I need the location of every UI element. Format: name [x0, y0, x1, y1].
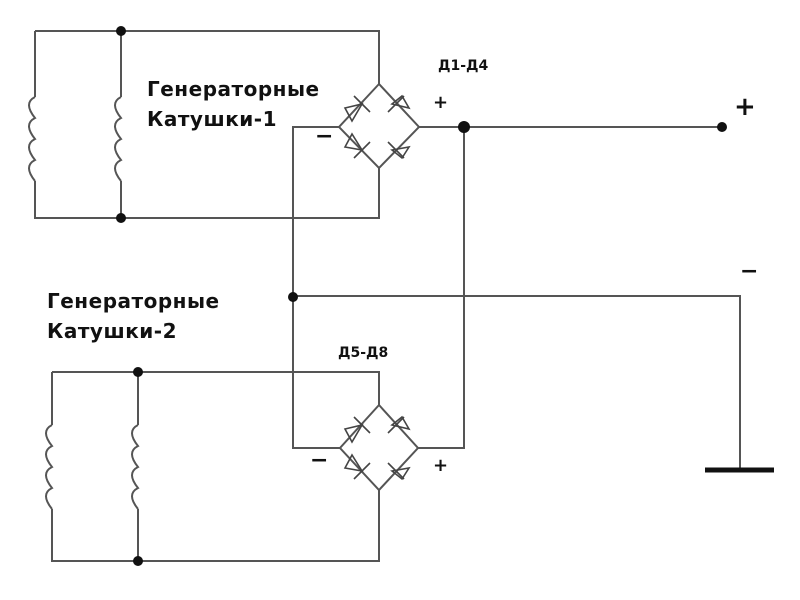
inductor-coil	[114, 96, 123, 182]
bridge-2-label: Д5-Д8	[338, 345, 389, 361]
coils-1-label-line2: Катушки-1	[147, 107, 278, 131]
coil-group-2	[45, 367, 380, 566]
inductor-coil	[131, 424, 140, 510]
diode	[387, 415, 411, 434]
junction-dot	[288, 292, 298, 302]
junction-dot	[116, 213, 126, 223]
negative-bus	[292, 126, 340, 449]
bridge-2-plus: +	[433, 455, 449, 476]
coils-2-label-line1: Генераторные	[47, 289, 220, 313]
diode	[387, 94, 411, 113]
diode	[343, 95, 371, 123]
bridge-1-minus: −	[315, 124, 334, 149]
output-plus: +	[734, 92, 756, 122]
diode	[343, 416, 371, 444]
bridge-2-minus: −	[310, 448, 329, 473]
wire-top-1	[35, 30, 380, 84]
positive-bus	[418, 127, 465, 449]
bridge-1-label: Д1-Д4	[438, 58, 489, 74]
wire-bottom-2	[51, 490, 380, 562]
wire-bottom-1	[34, 168, 380, 219]
output-terminal-positive	[717, 122, 727, 132]
coil-group-1	[28, 26, 380, 223]
junction-dot	[116, 26, 126, 36]
diode	[387, 462, 411, 481]
coils-2-label-line2: Катушки-2	[47, 319, 178, 343]
junction-dot	[133, 367, 143, 377]
diode	[343, 132, 371, 159]
coils-1-label-line1: Генераторные	[147, 77, 320, 101]
inductor-coil	[45, 424, 54, 510]
diode	[387, 141, 411, 160]
bridge-diamond	[338, 403, 420, 492]
junction-dot	[458, 121, 470, 133]
output-minus: −	[740, 259, 759, 284]
negative-output-wire	[293, 295, 741, 470]
bridge-diamond	[337, 82, 421, 170]
junction-dot	[133, 556, 143, 566]
bridge-1-plus: +	[433, 92, 449, 113]
inductor-coil	[28, 96, 37, 182]
wire-top-2	[52, 371, 380, 405]
diode-bridge-2	[338, 403, 420, 492]
diode	[343, 453, 371, 480]
diode-bridge-1	[337, 82, 421, 170]
